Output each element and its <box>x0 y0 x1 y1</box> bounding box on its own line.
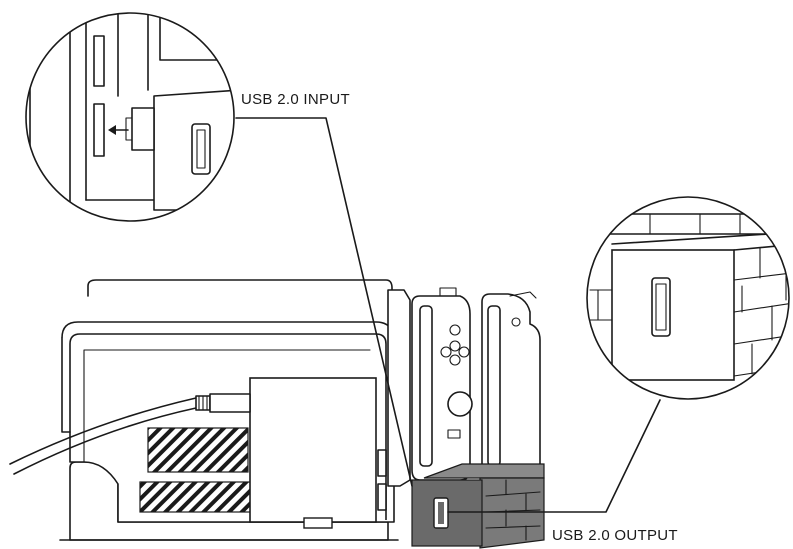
dock-vent-upper <box>147 427 249 473</box>
usb-output-label: USB 2.0 OUTPUT <box>552 527 678 544</box>
hub-closeup-face <box>611 249 735 381</box>
output-leader-line <box>447 399 661 513</box>
brick-usb-hub <box>411 463 545 549</box>
magnifier-input-detail <box>25 12 235 222</box>
power-adapter <box>249 377 377 523</box>
switch-dock <box>9 279 399 541</box>
magnifier-output-detail <box>586 196 790 400</box>
joy-con-left <box>387 287 473 487</box>
dock-vent-lower <box>139 481 253 513</box>
power-cable <box>9 397 197 465</box>
joy-con-right <box>481 291 541 481</box>
usb-input-label: USB 2.0 INPUT <box>241 91 350 108</box>
dock-bottom-port <box>303 517 333 529</box>
input-leader-line <box>235 117 413 487</box>
